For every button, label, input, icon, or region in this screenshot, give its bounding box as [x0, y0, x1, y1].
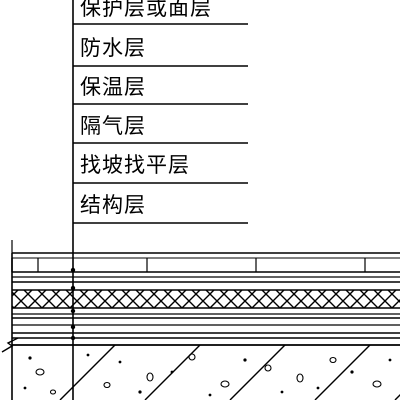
label-waterproof-layer: 防水层 [80, 36, 146, 60]
label-leveling-layer: 找坡找平层 [80, 153, 190, 177]
protective-surface-layer [11, 240, 400, 273]
label-protective-surface-layer: 保护层或面层 [80, 0, 212, 20]
label-insulation-layer: 保温层 [80, 75, 146, 99]
vapor-barrier-layer [12, 313, 400, 319]
label-vapor-barrier-layer: 隔气层 [80, 114, 146, 138]
section-edge [1, 253, 19, 400]
structural-layer [12, 344, 400, 400]
label-structural-layer: 结构层 [80, 193, 146, 217]
leveling-layer [12, 324, 400, 339]
waterproof-layer [12, 276, 400, 283]
insulation-layer [12, 289, 400, 309]
